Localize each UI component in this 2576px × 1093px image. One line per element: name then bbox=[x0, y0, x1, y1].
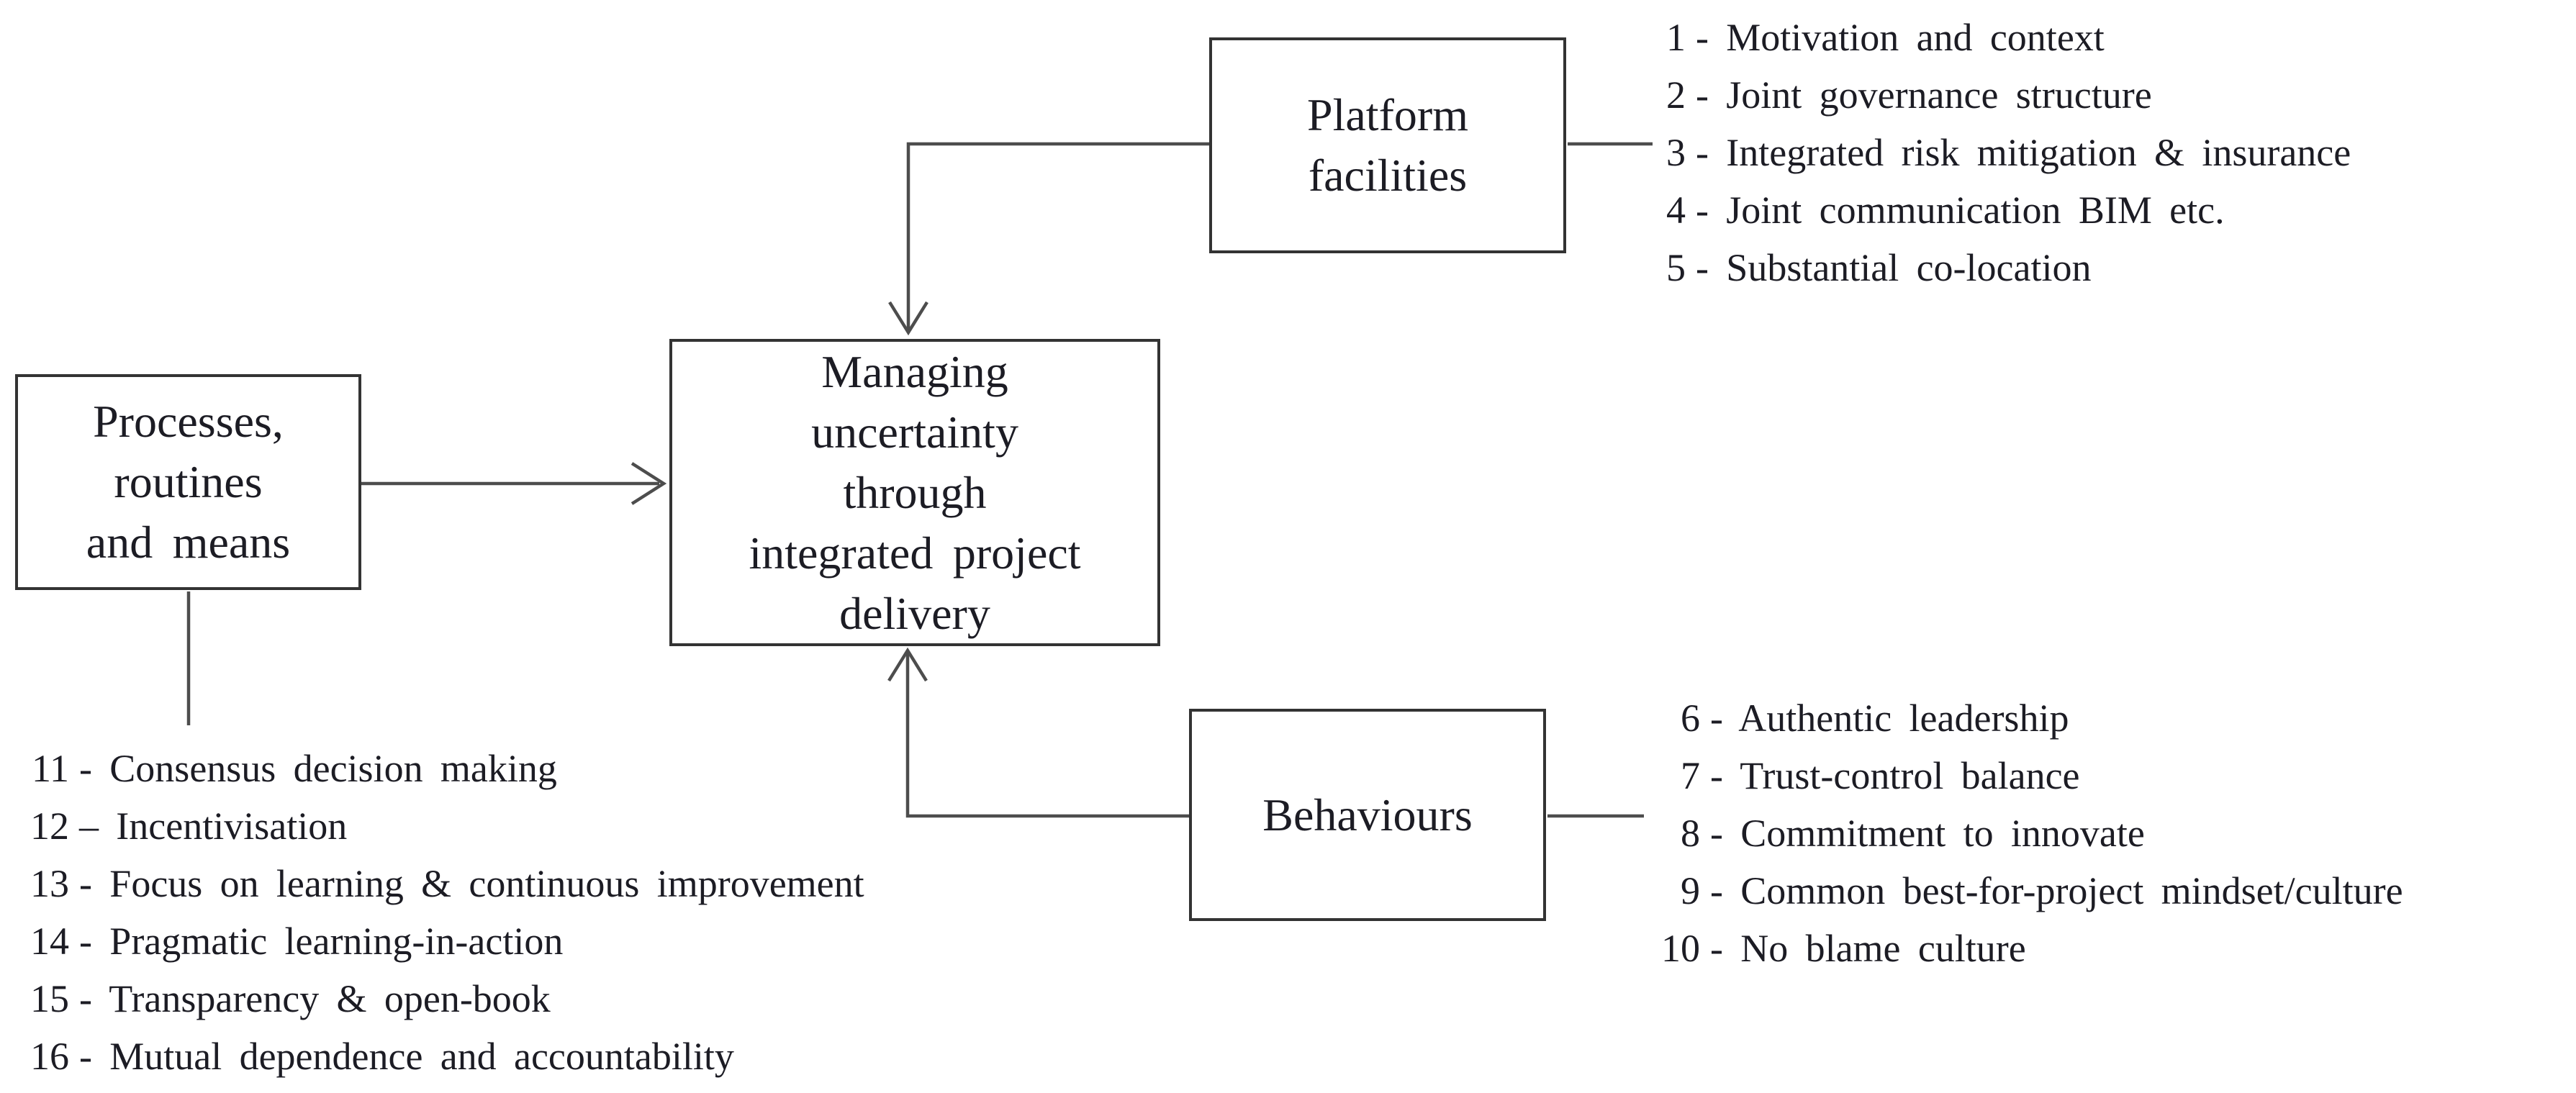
item-number: 15 bbox=[30, 977, 69, 1020]
item-number: 12 bbox=[30, 804, 69, 848]
item-text: - Trust-control balance bbox=[1710, 754, 2080, 797]
item-number: 3 bbox=[1666, 131, 1686, 174]
item-number: 1 bbox=[1666, 16, 1686, 59]
platform-facilities-box: Platform facilities bbox=[1209, 37, 1566, 253]
item-text: - Consensus decision making bbox=[79, 747, 557, 790]
list-item: 9 - Common best-for-project mindset/cult… bbox=[1655, 862, 2403, 920]
list-item: 11 - Consensus decision making bbox=[22, 740, 864, 797]
item-text: - Integrated risk mitigation & insurance bbox=[1696, 131, 2351, 174]
processes-routines-means-box: Processes, routines and means bbox=[15, 374, 361, 590]
behaviours-item-list: 6 - Authentic leadership 7 - Trust-contr… bbox=[1655, 689, 2403, 977]
arrowhead-up-icon bbox=[887, 647, 928, 682]
list-item: 2 - Joint governance structure bbox=[1661, 66, 2351, 124]
list-item: 15 - Transparency & open-book bbox=[22, 970, 864, 1028]
list-item: 10 - No blame culture bbox=[1655, 920, 2403, 977]
processes-item-list: 11 - Consensus decision making 12 – Ince… bbox=[22, 740, 864, 1085]
list-item: 5 - Substantial co-location bbox=[1661, 239, 2351, 296]
list-item: 8 - Commitment to innovate bbox=[1655, 804, 2403, 862]
item-text: - Motivation and context bbox=[1696, 16, 2105, 59]
item-text: - Joint governance structure bbox=[1696, 73, 2152, 117]
platform-facilities-item-list: 1 - Motivation and context 2 - Joint gov… bbox=[1661, 9, 2351, 296]
item-text: - Common best-for-project mindset/cultur… bbox=[1710, 869, 2403, 912]
item-text: – Incentivisation bbox=[79, 804, 348, 848]
box-label-line: integrated project bbox=[749, 527, 1081, 579]
item-text: - Mutual dependence and accountability bbox=[79, 1035, 734, 1078]
item-number: 4 bbox=[1666, 189, 1686, 232]
item-text: - Pragmatic learning-in-action bbox=[79, 920, 564, 963]
list-item: 7 - Trust-control balance bbox=[1655, 747, 2403, 804]
box-label-line: Behaviours bbox=[1262, 789, 1473, 840]
item-text: - Focus on learning & continuous improve… bbox=[79, 862, 864, 905]
item-number: 9 bbox=[1681, 869, 1700, 912]
item-number: 7 bbox=[1681, 754, 1700, 797]
list-item: 16 - Mutual dependence and accountabilit… bbox=[22, 1028, 864, 1085]
list-item: 4 - Joint communication BIM etc. bbox=[1661, 181, 2351, 239]
item-text: - Authentic leadership bbox=[1710, 697, 2069, 740]
box-label-line: and means bbox=[86, 517, 291, 568]
item-number: 16 bbox=[30, 1035, 69, 1078]
box-label-line: Platform bbox=[1307, 89, 1468, 140]
arrowhead-right-icon bbox=[631, 462, 667, 505]
item-text: - No blame culture bbox=[1710, 927, 2026, 970]
item-text: - Joint communication BIM etc. bbox=[1696, 189, 2225, 232]
connector-platform-to-central bbox=[906, 142, 1209, 330]
box-label-line: uncertainty bbox=[811, 406, 1018, 458]
item-text: - Substantial co-location bbox=[1696, 246, 2092, 289]
arrowhead-down-icon bbox=[888, 301, 928, 336]
item-text: - Transparency & open-book bbox=[79, 977, 551, 1020]
list-item: 3 - Integrated risk mitigation & insuran… bbox=[1661, 124, 2351, 181]
list-item: 1 - Motivation and context bbox=[1661, 9, 2351, 66]
list-item: 12 – Incentivisation bbox=[22, 797, 864, 855]
item-text: - Commitment to innovate bbox=[1710, 812, 2145, 855]
item-number: 13 bbox=[30, 862, 69, 905]
item-number: 8 bbox=[1681, 812, 1700, 855]
behaviours-box: Behaviours bbox=[1189, 709, 1546, 921]
item-number: 14 bbox=[30, 920, 69, 963]
box-label-line: routines bbox=[114, 456, 263, 507]
box-label-line: Managing bbox=[821, 345, 1008, 397]
item-number: 11 bbox=[32, 747, 69, 790]
central-managing-uncertainty-box: Managing uncertainty through integrated … bbox=[669, 339, 1160, 646]
list-item: 6 - Authentic leadership bbox=[1655, 689, 2403, 747]
item-number: 10 bbox=[1661, 927, 1700, 970]
connector-behaviours-to-central bbox=[905, 653, 1189, 818]
box-label-line: through bbox=[843, 466, 987, 518]
item-number: 6 bbox=[1681, 697, 1700, 740]
box-label-line: facilities bbox=[1308, 150, 1468, 201]
box-label-line: delivery bbox=[839, 587, 990, 639]
list-item: 13 - Focus on learning & continuous impr… bbox=[22, 855, 864, 912]
box-label-line: Processes, bbox=[93, 396, 284, 447]
item-number: 5 bbox=[1666, 246, 1686, 289]
item-number: 2 bbox=[1666, 73, 1686, 117]
list-item: 14 - Pragmatic learning-in-action bbox=[22, 912, 864, 970]
